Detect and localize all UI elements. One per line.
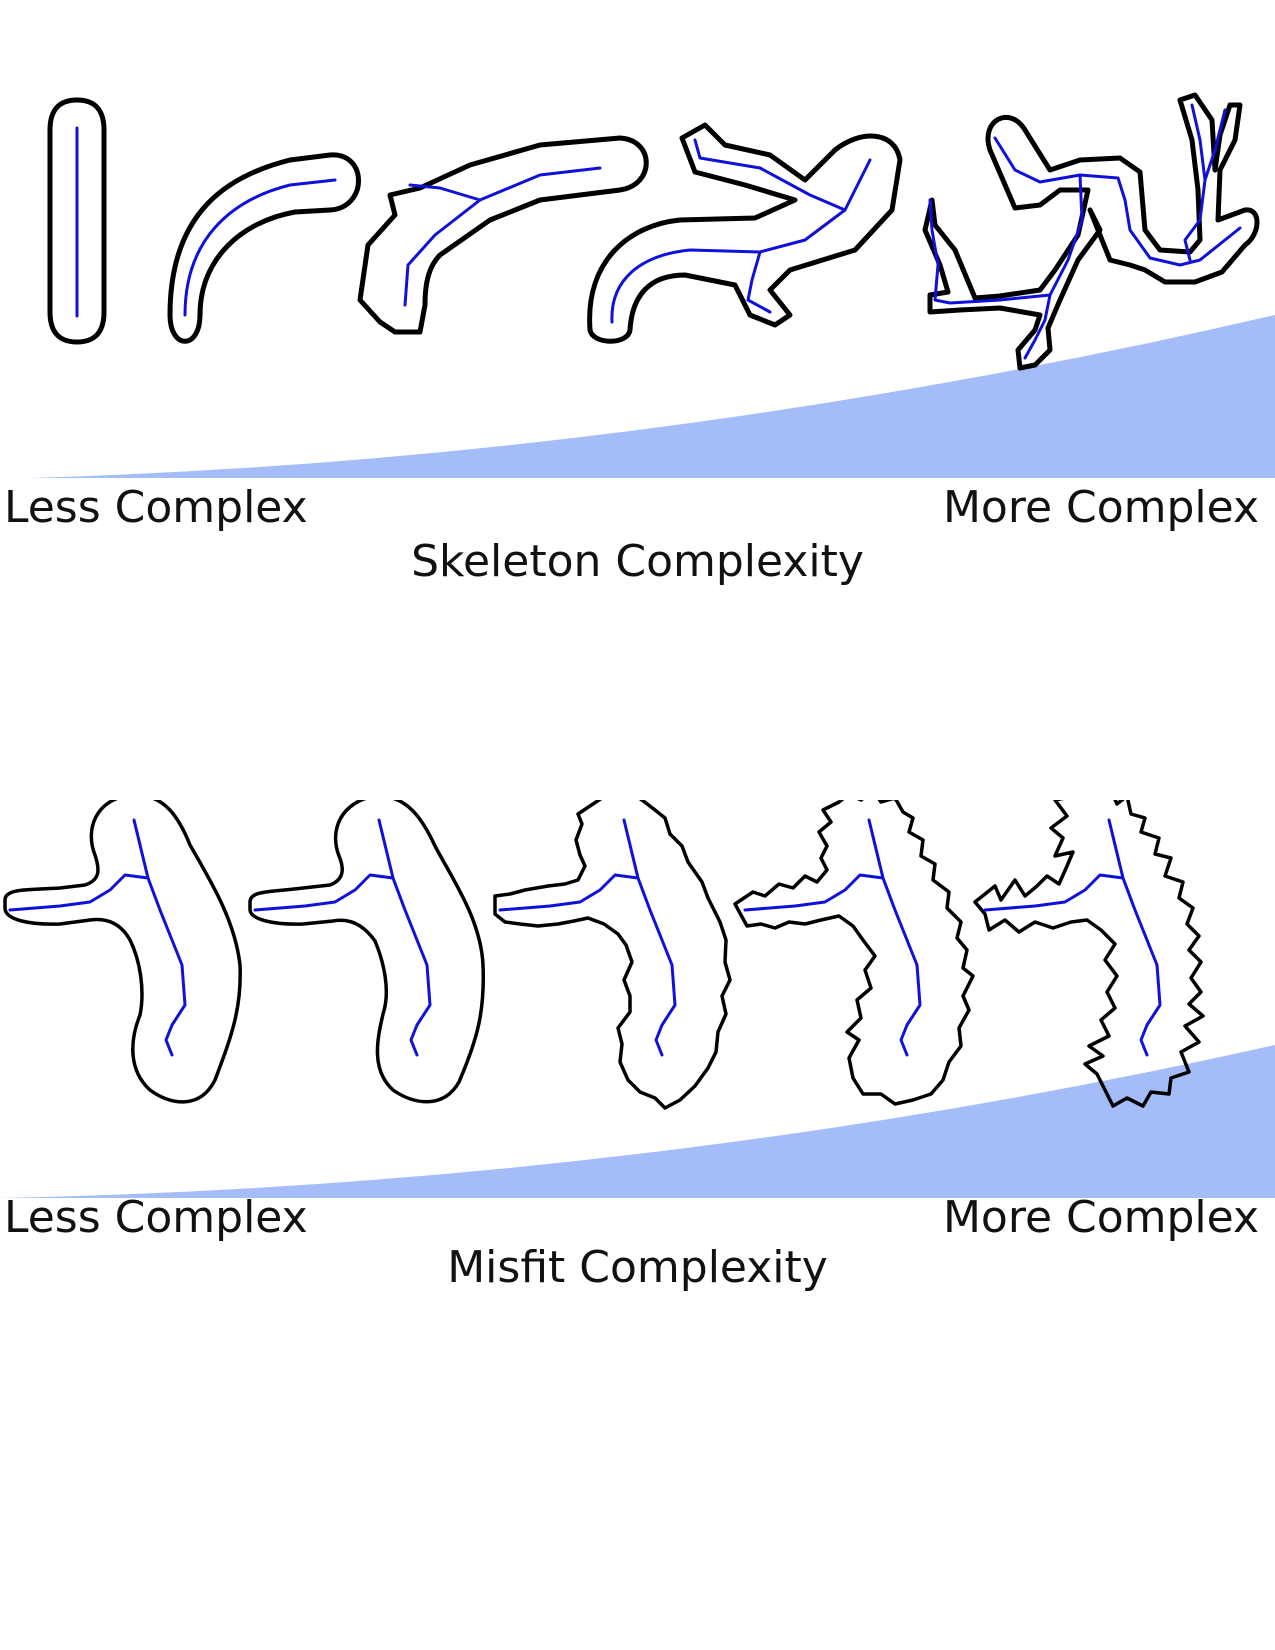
misfit-shape-4 (733, 800, 975, 1106)
skeleton-complexity-title: Skeleton Complexity (411, 536, 864, 587)
shape-3-skeleton-branch (408, 183, 482, 202)
shape-4-skeleton-branch-lower (746, 250, 772, 314)
misfit-more-complex-label: More Complex (942, 1192, 1259, 1243)
misfit-less-complex-label: Less Complex (4, 1192, 308, 1243)
misfit-shape-5 (973, 800, 1205, 1108)
misfit-shape-1 (3, 800, 242, 1104)
skeleton-shapes-figure (30, 92, 1275, 478)
misfit-complexity-panel: Less Complex More Complex Misfit Complex… (0, 800, 1275, 1320)
shape-5-skeleton-branch-left (928, 198, 1052, 305)
misfit-shapes-figure (0, 800, 1275, 1198)
skeleton-shape-5 (922, 92, 1260, 371)
shape-2-outline (167, 152, 361, 344)
misfit-5-outline (973, 800, 1205, 1108)
misfit-3-outline (493, 800, 732, 1110)
misfit-1-skeleton (8, 818, 187, 1057)
shape-4-skeleton-branch-upper (693, 138, 847, 212)
skeleton-shape-2 (167, 152, 361, 344)
skeleton-less-complex-label: Less Complex (4, 482, 308, 533)
shape-3-skeleton-main (403, 166, 602, 307)
misfit-shape-3 (493, 800, 732, 1110)
misfit-4-skeleton (743, 818, 922, 1057)
shape-4-outline (587, 122, 903, 344)
skeleton-shape-3 (357, 135, 649, 335)
shape-4-skeleton-main (610, 158, 872, 324)
shape-2-skeleton (183, 178, 337, 317)
skeleton-more-complex-label: More Complex (942, 482, 1259, 533)
misfit-shape-2 (248, 800, 486, 1104)
misfit-3-skeleton (498, 818, 677, 1057)
shape-5-skeleton-main (993, 136, 1242, 267)
misfit-2-skeleton (253, 818, 432, 1057)
misfit-complexity-wedge (0, 1045, 1275, 1198)
misfit-4-outline (733, 800, 975, 1106)
misfit-2-outline (248, 800, 486, 1104)
shape-5-outline (922, 92, 1260, 371)
skeleton-complexity-wedge (30, 315, 1275, 478)
shape-5-skeleton-branch-right (1183, 103, 1227, 262)
skeleton-complexity-panel: Less Complex More Complex Skeleton Compl… (0, 60, 1275, 600)
skeleton-shape-4 (587, 122, 903, 344)
skeleton-shape-1 (47, 97, 107, 345)
misfit-1-outline (3, 800, 242, 1104)
misfit-complexity-title: Misfit Complexity (447, 1242, 828, 1293)
